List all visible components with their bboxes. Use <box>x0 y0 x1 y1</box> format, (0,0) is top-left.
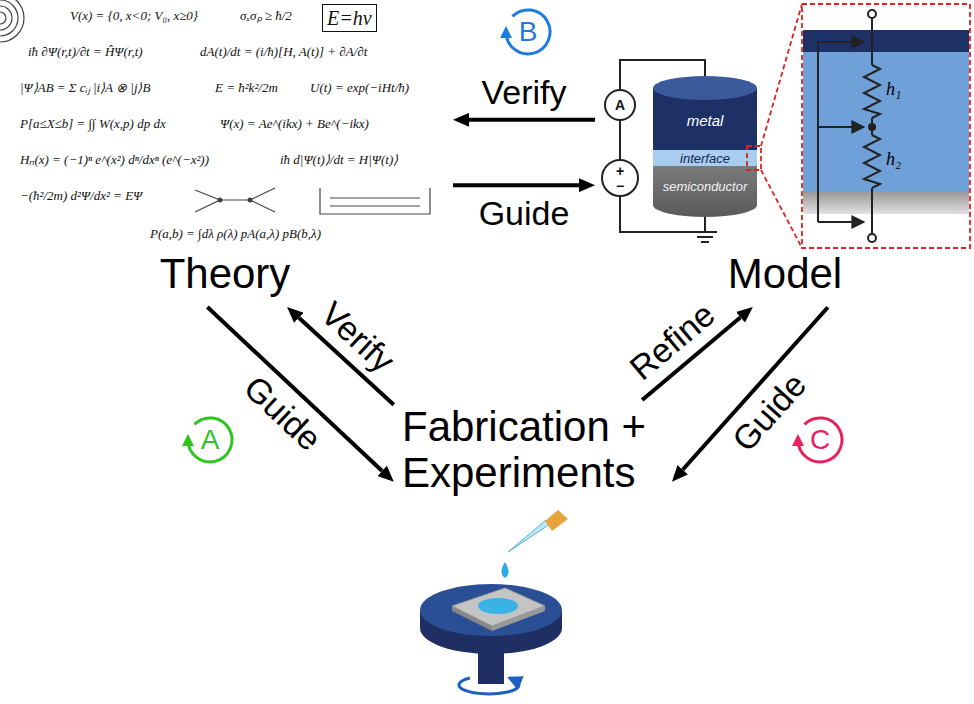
edge-label: Guide <box>238 370 327 457</box>
height-label: h₁ <box>886 80 901 98</box>
cycle-ring <box>506 10 550 54</box>
edge-label: Guide <box>479 196 570 230</box>
vertex-dot <box>218 198 223 203</box>
polarity-sign: − <box>616 179 624 193</box>
terminal <box>868 234 876 242</box>
wire <box>817 42 819 222</box>
edge-label: Verify <box>315 295 401 378</box>
wave-arc <box>0 12 6 24</box>
layer-name: metal <box>687 113 724 128</box>
node-label: Model <box>728 251 842 297</box>
resistor-symbol <box>864 135 880 188</box>
zoom-box <box>802 4 970 248</box>
equation: P(a,b) = ∫dλ ρ(λ) pA(a,λ) pB(b,λ) <box>150 226 321 242</box>
vertex-dot <box>248 198 253 203</box>
equation: |Ψ⟩AB = Σ cᵢⱼ |i⟩A ⊗ |j⟩B <box>20 80 150 96</box>
pipette-tube <box>508 520 550 552</box>
cycle-letter: C <box>810 426 830 454</box>
equation: σₓσₚ ≥ ħ/2 <box>240 8 292 24</box>
metal-top <box>653 76 757 100</box>
polarity-sign: + <box>616 164 624 178</box>
experiment-label: Fabrication + Experiments <box>396 402 670 498</box>
semiconductor-layer <box>653 166 757 217</box>
equation: V(x) = {0, x<0; V₀, x≥0} <box>70 8 198 24</box>
scattering-sketch <box>195 188 275 212</box>
equation: iħ d|Ψ(t)⟩/dt = H|Ψ(t)⟩ <box>280 152 398 168</box>
zoom-marker <box>747 146 761 170</box>
edge-label: Verify <box>481 75 566 109</box>
wire <box>704 217 706 232</box>
wave-arc <box>0 6 12 30</box>
wire <box>871 188 873 234</box>
wire <box>871 18 873 65</box>
equation: dA(t)/dt = (i/ħ)[H, A(t)] + ∂A/∂t <box>200 44 367 60</box>
edge-label: Refine <box>623 297 720 386</box>
energy-level <box>330 198 420 206</box>
equation: U(t) = exp(−iHt/ħ) <box>310 80 409 96</box>
flow-arrow <box>469 118 595 122</box>
potential-well <box>320 188 430 214</box>
metal-layer <box>803 30 969 52</box>
pipette-bulb <box>545 510 568 531</box>
ground-symbol <box>693 232 717 242</box>
spin-chuck-top <box>420 584 562 636</box>
wire-arrow <box>818 41 864 43</box>
wire-arrow <box>818 221 864 223</box>
equation: P[a≤X≤b] = ∫∫ W(x,p) dp dx <box>20 116 166 132</box>
wave-arc <box>0 0 18 36</box>
rotation-arrow <box>459 678 519 694</box>
ammeter-letter: A <box>615 98 625 112</box>
zoom-leader <box>761 4 802 248</box>
droplet <box>502 562 509 578</box>
equation: E = ħ²k²/2m <box>215 80 278 96</box>
ammeter-symbol <box>605 90 635 120</box>
semiconductor-layer <box>803 192 969 214</box>
equation: Ψ(x) = Ae^(ikx) + Be^(−ikx) <box>220 116 369 132</box>
equation: iħ ∂Ψ(r,t)/∂t = ĤΨ(r,t) <box>28 44 143 60</box>
cycle-ring <box>188 418 232 462</box>
cycle-letter: A <box>201 426 220 454</box>
wire <box>619 120 621 160</box>
terminal <box>868 10 876 18</box>
node-label: Theory <box>160 251 291 297</box>
equation: −(ħ²/2m) d²Ψ/dx² = EΨ <box>20 188 142 204</box>
source-symbol <box>602 160 638 196</box>
substrate <box>452 588 545 626</box>
model-panel: Model <box>598 0 972 305</box>
solution-film <box>478 598 518 614</box>
node-label: Fabrication + Experiments <box>402 404 664 496</box>
wiper-node <box>868 123 876 131</box>
resistor-symbol <box>864 65 880 118</box>
height-label: h₂ <box>886 150 901 168</box>
cycle-ring <box>798 418 842 462</box>
interface-layer <box>803 52 969 192</box>
wiper-arrow <box>818 126 864 128</box>
equation: E=hν <box>322 4 377 32</box>
cycle-letter: B <box>519 18 538 46</box>
flow-arrow <box>453 183 579 187</box>
interface-layer <box>653 150 757 166</box>
wave-arc <box>0 0 24 42</box>
layer-name: interface <box>680 152 730 165</box>
layer-name: semiconductor <box>663 180 748 193</box>
equation: Hₙ(x) = (−1)ⁿ e^(x²) dⁿ/dxⁿ (e^(−x²)) <box>20 152 209 168</box>
